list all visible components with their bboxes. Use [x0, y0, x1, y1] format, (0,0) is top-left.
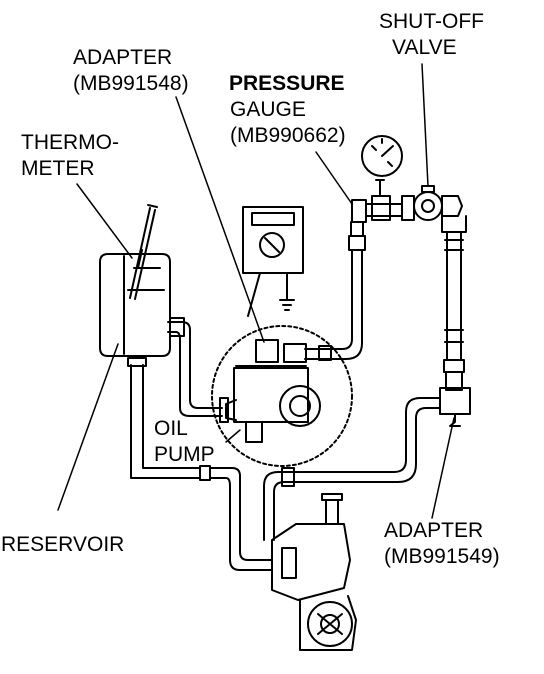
label-thermometer-line1: THERMO- [21, 131, 119, 154]
thermometer-probe [129, 204, 158, 300]
leader-adapter-bottom [431, 417, 455, 519]
hose-valve-to-adapter [443, 231, 465, 391]
label-adapter-top-line2: (MB991548) [73, 72, 189, 95]
gauge-valve-assembly [351, 135, 467, 233]
leader-thermometer [76, 183, 133, 259]
reservoir-tank [99, 253, 171, 357]
pressure-hose-pump-to-gauge [283, 221, 366, 363]
label-reservoir: RESERVOIR [1, 533, 125, 556]
label-thermometer-line2: METER [21, 157, 95, 180]
label-pressure-gauge-line1: PRESSURE [229, 72, 345, 95]
leader-shutoff-valve [421, 63, 429, 187]
leader-reservoir [57, 343, 119, 511]
label-adapter-bottom-line2: (MB991549) [384, 545, 500, 568]
leader-pressure-gauge [315, 151, 353, 205]
return-hose-reservoir-to-gearbox [127, 357, 273, 571]
leader-adapter-top [175, 96, 265, 343]
label-adapter-bottom-line1: ADAPTER [384, 519, 484, 542]
oil-pump [211, 325, 353, 467]
hose-adapter-to-gearbox [263, 397, 441, 541]
return-hose-reservoir-to-pump [167, 317, 223, 417]
label-pressure-gauge-line2: GAUGE [230, 98, 306, 121]
label-adapter-top-line1: ADAPTER [73, 46, 173, 69]
label-shutoff-valve-line2: VALVE [392, 36, 457, 59]
leader-lines [57, 63, 455, 519]
label-shutoff-valve-line1: SHUT-OFF [379, 10, 484, 33]
lower-adapter-fitting [439, 387, 471, 427]
steering-gearbox [271, 493, 357, 651]
label-oil-pump-line2: PUMP [154, 443, 215, 466]
leader-oil-pump [225, 429, 241, 443]
label-oil-pump-line1: OIL [154, 417, 188, 440]
label-pressure-gauge-line3: (MB990662) [230, 124, 346, 147]
temperature-meter [242, 206, 304, 317]
